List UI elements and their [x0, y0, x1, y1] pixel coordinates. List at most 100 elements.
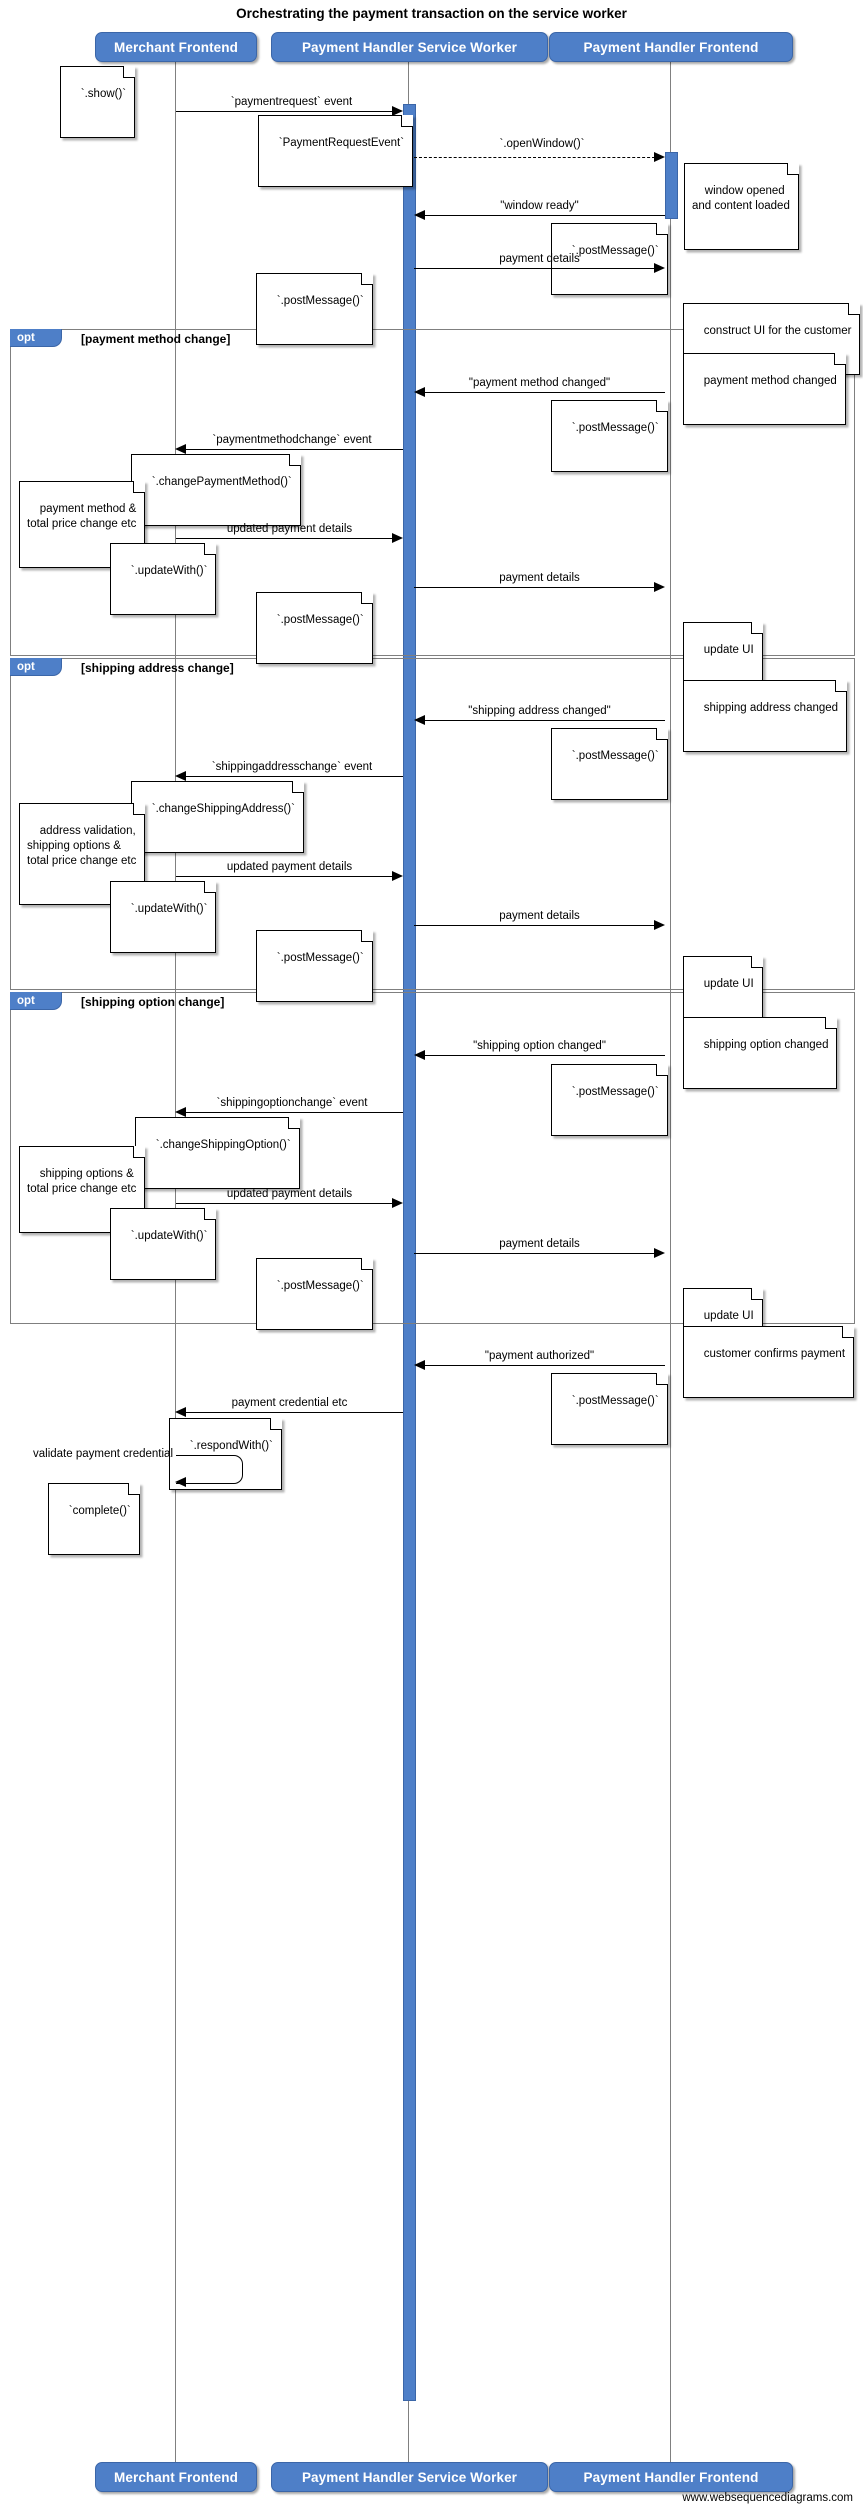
arrowhead-left: [175, 1406, 186, 1417]
fragment-tab-opt-2: opt: [10, 658, 62, 676]
note-text: `PaymentRequestEvent`: [278, 137, 405, 149]
note-fold-icon: [655, 1064, 668, 1076]
message-label-validate-payment-credential: validate payment credential: [33, 1448, 173, 1460]
message-line-shippingaddresschange-event: [186, 776, 403, 777]
note-text: customer confirms payment: [703, 1348, 846, 1360]
message-label-payment-authorized: "payment authorized": [484, 1350, 595, 1362]
fragment-opt-payment-method-change: [10, 329, 855, 656]
message-line-window-ready: [425, 215, 665, 216]
message-label-paymentmethodchange-event: `paymentmethodchange` event: [212, 434, 372, 446]
note-update-with-1: `.updateWith()`: [110, 543, 217, 615]
message-label-payment-details-1: payment details: [499, 253, 580, 265]
lifeline-payment-handler-frontend: [670, 60, 671, 2465]
note-fold-icon: [655, 728, 668, 740]
participant-label: Merchant Frontend: [114, 2469, 238, 2485]
note-text: shipping address changed: [703, 702, 839, 714]
note-post-message-6: `.postMessage()`: [256, 930, 373, 1002]
participant-service-worker-bottom[interactable]: Payment Handler Service Worker: [271, 2462, 548, 2492]
note-show: `.show()`: [60, 66, 136, 138]
note-text: `.postMessage()`: [571, 245, 659, 257]
note-text: `.postMessage()`: [276, 614, 364, 626]
note-text: payment method & total price change etc: [27, 503, 137, 530]
message-label-shipping-option-changed: "shipping option changed": [473, 1040, 606, 1052]
note-post-message-5: `.postMessage()`: [551, 728, 668, 800]
note-fold-icon: [287, 1117, 300, 1129]
note-text: shipping option changed: [703, 1039, 829, 1051]
note-fold-icon: [655, 400, 668, 412]
note-fold-icon: [204, 881, 217, 893]
note-post-message-2: `.postMessage()`: [256, 273, 373, 345]
note-fold-icon: [786, 163, 799, 175]
note-fold-icon: [127, 1483, 140, 1495]
arrowhead-right: [392, 532, 403, 543]
participant-service-worker-top[interactable]: Payment Handler Service Worker: [271, 32, 548, 62]
note-update-with-2: `.updateWith()`: [110, 881, 217, 953]
note-text: address validation, shipping options & t…: [27, 825, 137, 867]
note-shipping-option-changed: shipping option changed: [683, 1017, 838, 1089]
message-label-shipping-address-changed: "shipping address changed": [468, 705, 611, 717]
message-line-payment-authorized: [425, 1365, 665, 1366]
message-label-payment-credential-etc: payment credential etc: [231, 1397, 348, 1409]
note-change-shipping-address: `.changeShippingAddress()`: [131, 781, 304, 853]
note-text: `.postMessage()`: [276, 1280, 364, 1292]
message-line-payment-details-1: [414, 268, 660, 269]
note-text: update UI: [703, 978, 754, 990]
participant-payment-handler-frontend-bottom[interactable]: Payment Handler Frontend: [549, 2462, 793, 2492]
note-post-message-8: `.postMessage()`: [256, 1258, 373, 1330]
message-label-payment-method-changed: "payment method changed": [468, 377, 611, 389]
note-complete: `complete()`: [48, 1483, 140, 1555]
note-fold-icon: [288, 454, 301, 466]
message-label-updated-payment-details-2: updated payment details: [226, 861, 353, 873]
fragment-condition-opt-3: [shipping option change]: [81, 995, 225, 1009]
note-fold-icon: [123, 66, 136, 78]
note-text: `.updateWith()`: [130, 903, 208, 915]
arrowhead-right: [392, 105, 403, 116]
fragment-condition-opt-1: [payment method change]: [81, 332, 231, 346]
fragment-opt-shipping-address-change: [10, 658, 855, 990]
note-text: `.updateWith()`: [130, 1230, 208, 1242]
arrowhead-left: [175, 1106, 186, 1117]
arrowhead-left: [175, 1476, 186, 1487]
note-text: `.changeShippingAddress()`: [151, 803, 295, 815]
message-label-payment-details-3: payment details: [499, 910, 580, 922]
message-line-shipping-option-changed: [425, 1055, 665, 1056]
note-fold-icon: [655, 1373, 668, 1385]
note-text: window opened and content loaded: [692, 185, 790, 212]
message-label-updated-payment-details-3: updated payment details: [226, 1188, 353, 1200]
arrowhead-left: [414, 1049, 425, 1060]
note-text: `.changePaymentMethod()`: [151, 476, 292, 488]
arrowhead-left: [414, 386, 425, 397]
message-label-payment-details-4: payment details: [499, 1238, 580, 1250]
participant-label: Payment Handler Service Worker: [301, 39, 518, 55]
note-update-ui-2: update UI: [683, 956, 763, 1028]
participant-label: Merchant Frontend: [114, 39, 238, 55]
fragment-kind-label: opt: [17, 331, 35, 344]
note-fold-icon: [825, 1017, 838, 1029]
message-label-shippingaddresschange-event: `shippingaddresschange` event: [211, 761, 373, 773]
note-fold-icon: [835, 680, 848, 692]
note-text: payment method changed: [703, 375, 837, 387]
diagram-title: Orchestrating the payment transaction on…: [236, 6, 627, 21]
participant-merchant-frontend-top[interactable]: Merchant Frontend: [95, 32, 257, 62]
note-text: `.postMessage()`: [571, 1086, 659, 1098]
arrowhead-right: [654, 1247, 665, 1258]
message-line-updated-payment-details-3: [176, 1203, 398, 1204]
participant-merchant-frontend-bottom[interactable]: Merchant Frontend: [95, 2462, 257, 2492]
participant-label: Payment Handler Service Worker: [301, 2469, 518, 2485]
note-text: update UI: [703, 644, 754, 656]
activation-service-worker: [403, 104, 416, 2401]
message-line-payment-details-2: [414, 587, 660, 588]
note-fold-icon: [833, 353, 846, 365]
note-post-message-7: `.postMessage()`: [551, 1064, 668, 1136]
participant-payment-handler-frontend-top[interactable]: Payment Handler Frontend: [549, 32, 793, 62]
message-line-updated-payment-details-2: [176, 876, 398, 877]
note-customer-confirms-payment: customer confirms payment: [683, 1326, 855, 1398]
message-line-payment-method-changed: [425, 392, 665, 393]
note-text: shipping options & total price change et…: [27, 1168, 137, 1195]
note-fold-icon: [360, 273, 373, 285]
arrowhead-left: [414, 209, 425, 220]
note-text: `.show()`: [80, 88, 127, 100]
participant-label: Payment Handler Frontend: [583, 39, 759, 55]
message-line-payment-details-3: [414, 925, 660, 926]
note-text: `.updateWith()`: [130, 565, 208, 577]
